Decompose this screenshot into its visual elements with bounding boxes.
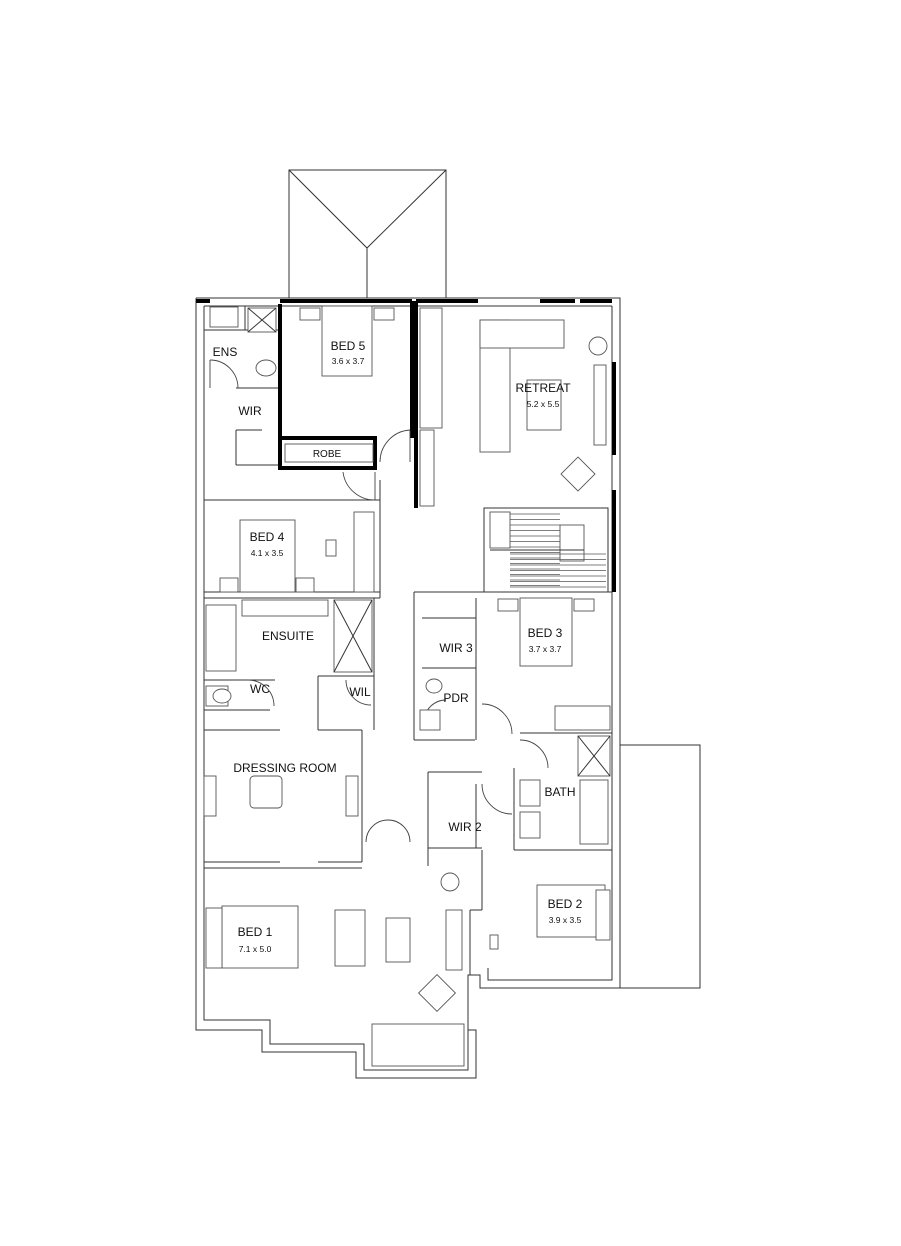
room-label-wir: WIR [238, 404, 262, 418]
roof-hip [288, 169, 447, 299]
room-dims-bed2: 3.9 x 3.5 [549, 915, 582, 925]
room-label-bed5: BED 5 [331, 339, 366, 353]
room-dims-bed1: 7.1 x 5.0 [239, 944, 272, 954]
bath-furniture [519, 735, 611, 845]
room-dims-bed5: 3.6 x 3.7 [332, 356, 365, 366]
room-label-bath: BATH [544, 785, 575, 799]
doors [209, 359, 549, 843]
bed5-furniture [284, 305, 395, 463]
room-label-ensuite: ENSUITE [262, 629, 314, 643]
bed3-furniture [419, 597, 611, 731]
room-dims-bed3: 3.7 x 3.7 [529, 644, 562, 654]
room-label-bed1: BED 1 [238, 925, 273, 939]
room-label-bed3: BED 3 [528, 626, 563, 640]
ens-furniture [209, 306, 277, 377]
room-dims-bed4: 4.1 x 3.5 [251, 548, 284, 558]
retreat-furniture [419, 307, 608, 507]
room-labels: BED 5 3.6 x 3.7 ENS WIR ROBE RETREAT 5.2… [213, 339, 583, 954]
room-label-pdr: PDR [443, 691, 469, 705]
feature-walls [196, 299, 616, 592]
bed1-furniture [205, 872, 465, 1067]
bed4-furniture [219, 511, 375, 593]
room-label-bed4: BED 4 [250, 530, 285, 544]
room-label-robe: ROBE [313, 449, 342, 460]
ensuite-furniture [205, 599, 373, 707]
room-label-wc: WC [250, 682, 270, 696]
room-label-dressing: DRESSING ROOM [233, 761, 336, 775]
room-dims-retreat: 5.2 x 5.5 [527, 399, 560, 409]
staircase [483, 507, 609, 593]
room-label-wir2: WIR 2 [448, 820, 482, 834]
room-label-wir3: WIR 3 [439, 641, 473, 655]
room-label-bed2: BED 2 [548, 897, 583, 911]
bed2-furniture [489, 884, 611, 950]
room-label-wil: WIL [349, 685, 371, 699]
room-label-retreat: RETREAT [515, 381, 571, 395]
room-label-ens: ENS [213, 345, 238, 359]
dressing-furniture [203, 775, 359, 817]
outer-walls [195, 297, 701, 1079]
